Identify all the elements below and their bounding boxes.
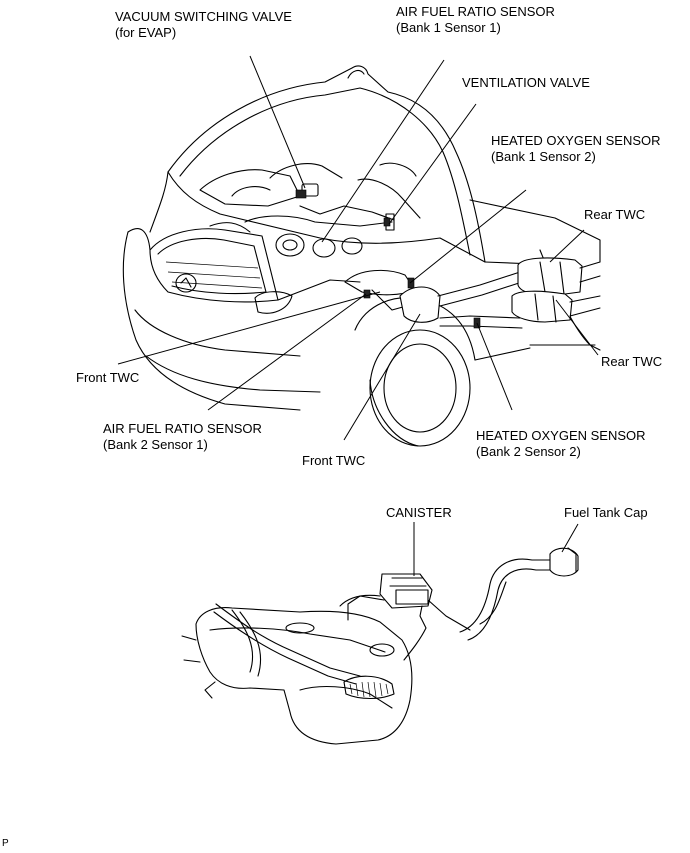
corner-mark: P bbox=[2, 838, 9, 849]
label-canister: CANISTER bbox=[386, 505, 452, 520]
label-afr-b2s1: AIR FUEL RATIO SENSOR (Bank 2 Sensor 1) bbox=[103, 421, 262, 453]
label-ho2s-b1s2-line2: (Bank 1 Sensor 2) bbox=[491, 149, 596, 164]
car-illustration bbox=[122, 65, 601, 447]
label-ho2s-b2s2: HEATED OXYGEN SENSOR (Bank 2 Sensor 2) bbox=[476, 428, 646, 460]
label-ventilation-valve: VENTILATION VALVE bbox=[462, 75, 590, 90]
label-ho2s-b1s2: HEATED OXYGEN SENSOR (Bank 1 Sensor 2) bbox=[491, 133, 661, 165]
label-ho2s-b2s2-line2: (Bank 2 Sensor 2) bbox=[476, 444, 581, 459]
label-ho2s-b1s2-line1: HEATED OXYGEN SENSOR bbox=[491, 133, 661, 148]
label-ho2s-b2s2-line1: HEATED OXYGEN SENSOR bbox=[476, 428, 646, 443]
leader-fuel-tank-cap bbox=[561, 523, 579, 553]
label-rear-twc-top: Rear TWC bbox=[584, 207, 646, 222]
label-afr-b1s1-line1: AIR FUEL RATIO SENSOR bbox=[396, 4, 555, 19]
leader-vsv bbox=[249, 55, 306, 189]
leader-ho2s-b2s2 bbox=[476, 322, 513, 411]
leader-ventilation-valve bbox=[388, 103, 477, 225]
label-afr-b1s1-line2: (Bank 1 Sensor 1) bbox=[396, 20, 501, 35]
label-afr-b2s1-line1: AIR FUEL RATIO SENSOR bbox=[103, 421, 262, 436]
label-rear-twc-bottom: Rear TWC bbox=[601, 354, 663, 369]
label-vsv-line1: VACUUM SWITCHING VALVE bbox=[115, 9, 292, 24]
label-afr-b2s1-line2: (Bank 2 Sensor 1) bbox=[103, 437, 208, 452]
leader-rear-twc-bottom bbox=[555, 299, 599, 356]
leader-front-twc-bottom bbox=[343, 313, 421, 441]
leader-ho2s-b1s2 bbox=[409, 189, 527, 284]
leader-rear-twc-top bbox=[549, 229, 585, 263]
label-vsv-line2: (for EVAP) bbox=[115, 25, 177, 40]
leader-lines bbox=[117, 55, 599, 576]
label-vsv: VACUUM SWITCHING VALVE (for EVAP) bbox=[115, 9, 292, 41]
leader-front-twc-left bbox=[117, 291, 381, 365]
leader-afr-b1s1 bbox=[321, 59, 445, 243]
label-afr-b1s1: AIR FUEL RATIO SENSOR (Bank 1 Sensor 1) bbox=[396, 4, 555, 36]
leader-afr-b2s1 bbox=[207, 293, 367, 411]
label-front-twc-left: Front TWC bbox=[76, 370, 140, 385]
label-front-twc-bottom: Front TWC bbox=[302, 453, 366, 468]
fuel-tank-illustration bbox=[181, 547, 579, 745]
label-fuel-tank-cap: Fuel Tank Cap bbox=[564, 505, 648, 520]
